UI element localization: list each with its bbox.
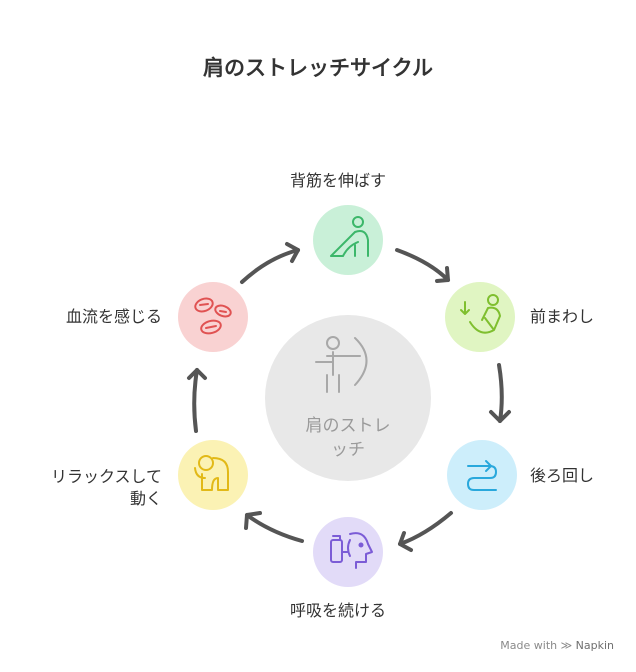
napkin-logo-icon: ≫	[560, 639, 573, 652]
blood-cells-icon	[194, 297, 232, 335]
step-node-backward-roll	[447, 440, 517, 510]
step-node-relax	[178, 440, 248, 510]
arrow-5-to-6	[187, 368, 207, 433]
step-node-stretch-back	[313, 205, 383, 275]
archer-pose-icon	[315, 336, 368, 393]
napkin-brand-text: Napkin	[575, 639, 614, 652]
arrow-4-to-5	[244, 511, 304, 543]
center-node: 肩のストレ ッチ	[265, 315, 431, 481]
step-label-forward-roll: 前まわし	[530, 307, 595, 326]
arrow-6-to-1	[240, 242, 300, 284]
step-label-relax-line1: リラックスして	[50, 467, 162, 486]
step-label-breathing: 呼吸を続ける	[290, 601, 387, 620]
step-label-stretch-back: 背筋を伸ばす	[290, 171, 387, 190]
step-label-relax-line2: 動く	[129, 489, 162, 508]
step-node-forward-roll	[445, 282, 515, 352]
relax-pose-icon	[194, 455, 229, 491]
made-with-text: Made with	[500, 639, 558, 652]
step-label-blood-flow: 血流を感じる	[65, 307, 162, 326]
forward-roll-icon	[460, 294, 501, 334]
step-node-breathing	[313, 517, 383, 587]
arrow-1-to-2	[395, 248, 450, 283]
stretch-pose-icon	[330, 216, 369, 257]
made-with-footer: Made with ≫ Napkin	[500, 639, 614, 652]
backward-roll-icon	[467, 460, 497, 491]
step-label-relax: リラックスして 動く	[51, 466, 162, 510]
breathing-inhaler-icon	[330, 532, 373, 569]
arrow-3-to-4	[398, 511, 453, 552]
center-label-line2: ッチ	[331, 440, 365, 460]
diagram-title: 肩のストレッチサイクル	[203, 56, 433, 80]
arrow-2-to-3	[489, 363, 511, 423]
step-node-blood-flow	[178, 282, 248, 352]
cycle-arrows	[187, 242, 511, 552]
center-label-line1: 肩のストレ	[306, 416, 391, 436]
step-label-backward-roll: 後ろ回し	[530, 466, 595, 485]
